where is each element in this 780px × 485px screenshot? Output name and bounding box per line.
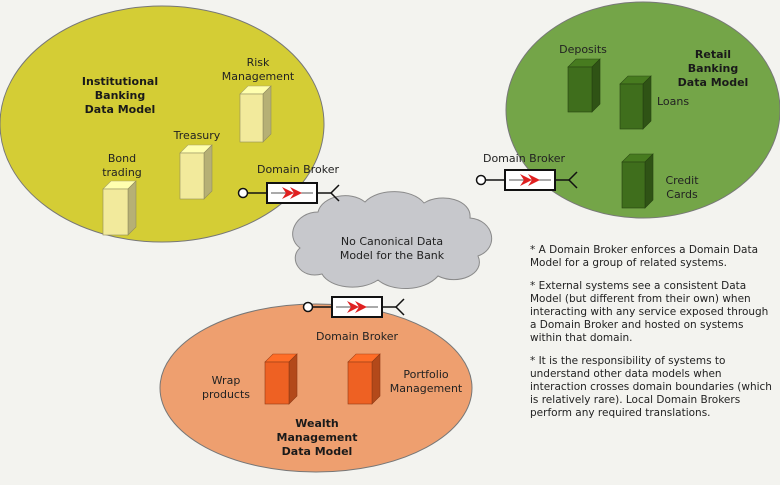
broker-retail-label: Domain Broker bbox=[483, 152, 565, 165]
bond-trading-label-2: trading bbox=[102, 166, 142, 179]
retail-title-line-1: Retail bbox=[695, 48, 731, 61]
institutional-title-line-1: Institutional bbox=[82, 75, 158, 88]
broker-socket-icon bbox=[329, 184, 340, 202]
portfolio-management-system-box bbox=[347, 353, 381, 405]
treasury-box-front-face bbox=[179, 152, 205, 200]
cards-box-front-face bbox=[621, 161, 646, 209]
treasury-label: Treasury bbox=[173, 129, 221, 142]
broker-arrow-1-icon bbox=[520, 174, 532, 186]
wrap-box-front-face bbox=[264, 361, 290, 405]
loans-box-side-face bbox=[642, 75, 652, 130]
cloud-text-line-2: Model for the Bank bbox=[340, 249, 445, 262]
broker-wealth-icon bbox=[302, 296, 405, 318]
broker-arrow-1-icon bbox=[282, 187, 294, 199]
credit-cards-label-1: Credit bbox=[665, 174, 699, 187]
broker-arrow-2-icon bbox=[528, 174, 540, 186]
risk-box-side-face bbox=[262, 85, 272, 143]
broker-arrow-2-icon bbox=[355, 301, 367, 313]
broker-plug-icon bbox=[302, 301, 314, 313]
deposits-label: Deposits bbox=[559, 43, 607, 56]
retail-title-line-3: Data Model bbox=[678, 76, 749, 89]
credit-cards-system-box bbox=[621, 153, 654, 209]
bond-trading-label-1: Bond bbox=[108, 152, 136, 165]
retail-title-line-2: Banking bbox=[688, 62, 738, 75]
broker-socket-icon bbox=[394, 298, 405, 316]
wrap-products-label-1: Wrap bbox=[212, 374, 241, 387]
portfolio-box-front-face bbox=[347, 361, 373, 405]
broker-plug-icon bbox=[237, 187, 249, 199]
wealth-title-line-2: Management bbox=[277, 431, 358, 444]
bond-box-side-face bbox=[127, 180, 137, 236]
note-broker-enforces-model: * A Domain Broker enforces a Domain Data… bbox=[530, 244, 759, 269]
credit-cards-label-2: Cards bbox=[666, 188, 698, 201]
risk-management-label-2: Management bbox=[222, 70, 295, 83]
portfolio-management-label-1: Portfolio bbox=[403, 368, 449, 381]
bond-box-front-face bbox=[102, 188, 129, 236]
portfolio-box-side-face bbox=[371, 353, 381, 405]
loans-system-box bbox=[619, 75, 652, 130]
treasury-box-side-face bbox=[203, 144, 213, 200]
institutional-banking-domain bbox=[0, 5, 325, 243]
wrap-products-system-box bbox=[264, 353, 298, 405]
risk-management-label-1: Risk bbox=[247, 56, 270, 69]
wealth-title-line-1: Wealth bbox=[295, 417, 338, 430]
note-responsibility: * It is the responsibility of systems to… bbox=[530, 355, 772, 419]
broker-arrow-1-icon bbox=[347, 301, 359, 313]
wrap-products-label-2: products bbox=[202, 388, 250, 401]
institutional-title-line-2: Banking bbox=[95, 89, 145, 102]
treasury-system-box bbox=[179, 144, 213, 200]
bond-trading-system-box bbox=[102, 180, 137, 236]
portfolio-management-label-2: Management bbox=[390, 382, 463, 395]
broker-socket-icon bbox=[567, 171, 578, 189]
broker-wealth-label: Domain Broker bbox=[316, 330, 398, 343]
broker-arrow-2-icon bbox=[290, 187, 302, 199]
wealth-management-domain bbox=[159, 303, 473, 473]
note-external-systems: * External systems see a consistent Data… bbox=[530, 280, 769, 344]
cards-box-side-face bbox=[644, 153, 654, 209]
broker-institutional-icon bbox=[237, 182, 340, 204]
risk-box-front-face bbox=[239, 93, 264, 143]
institutional-title-line-3: Data Model bbox=[85, 103, 156, 116]
cloud-text-line-1: No Canonical Data bbox=[341, 235, 443, 248]
risk-management-system-box bbox=[239, 85, 272, 143]
loans-label: Loans bbox=[657, 95, 689, 108]
deposits-system-box bbox=[567, 58, 601, 113]
loans-box-front-face bbox=[619, 83, 644, 130]
broker-plug-icon bbox=[475, 174, 487, 186]
no-canonical-model-cloud bbox=[292, 191, 493, 290]
wrap-box-side-face bbox=[288, 353, 298, 405]
deposits-box-side-face bbox=[591, 58, 601, 113]
deposits-box-front-face bbox=[567, 66, 593, 113]
explanatory-notes: * A Domain Broker enforces a Domain Data… bbox=[530, 244, 775, 430]
broker-institutional-label: Domain Broker bbox=[257, 163, 339, 176]
wealth-title-line-3: Data Model bbox=[282, 445, 353, 458]
broker-retail-icon bbox=[475, 169, 578, 191]
